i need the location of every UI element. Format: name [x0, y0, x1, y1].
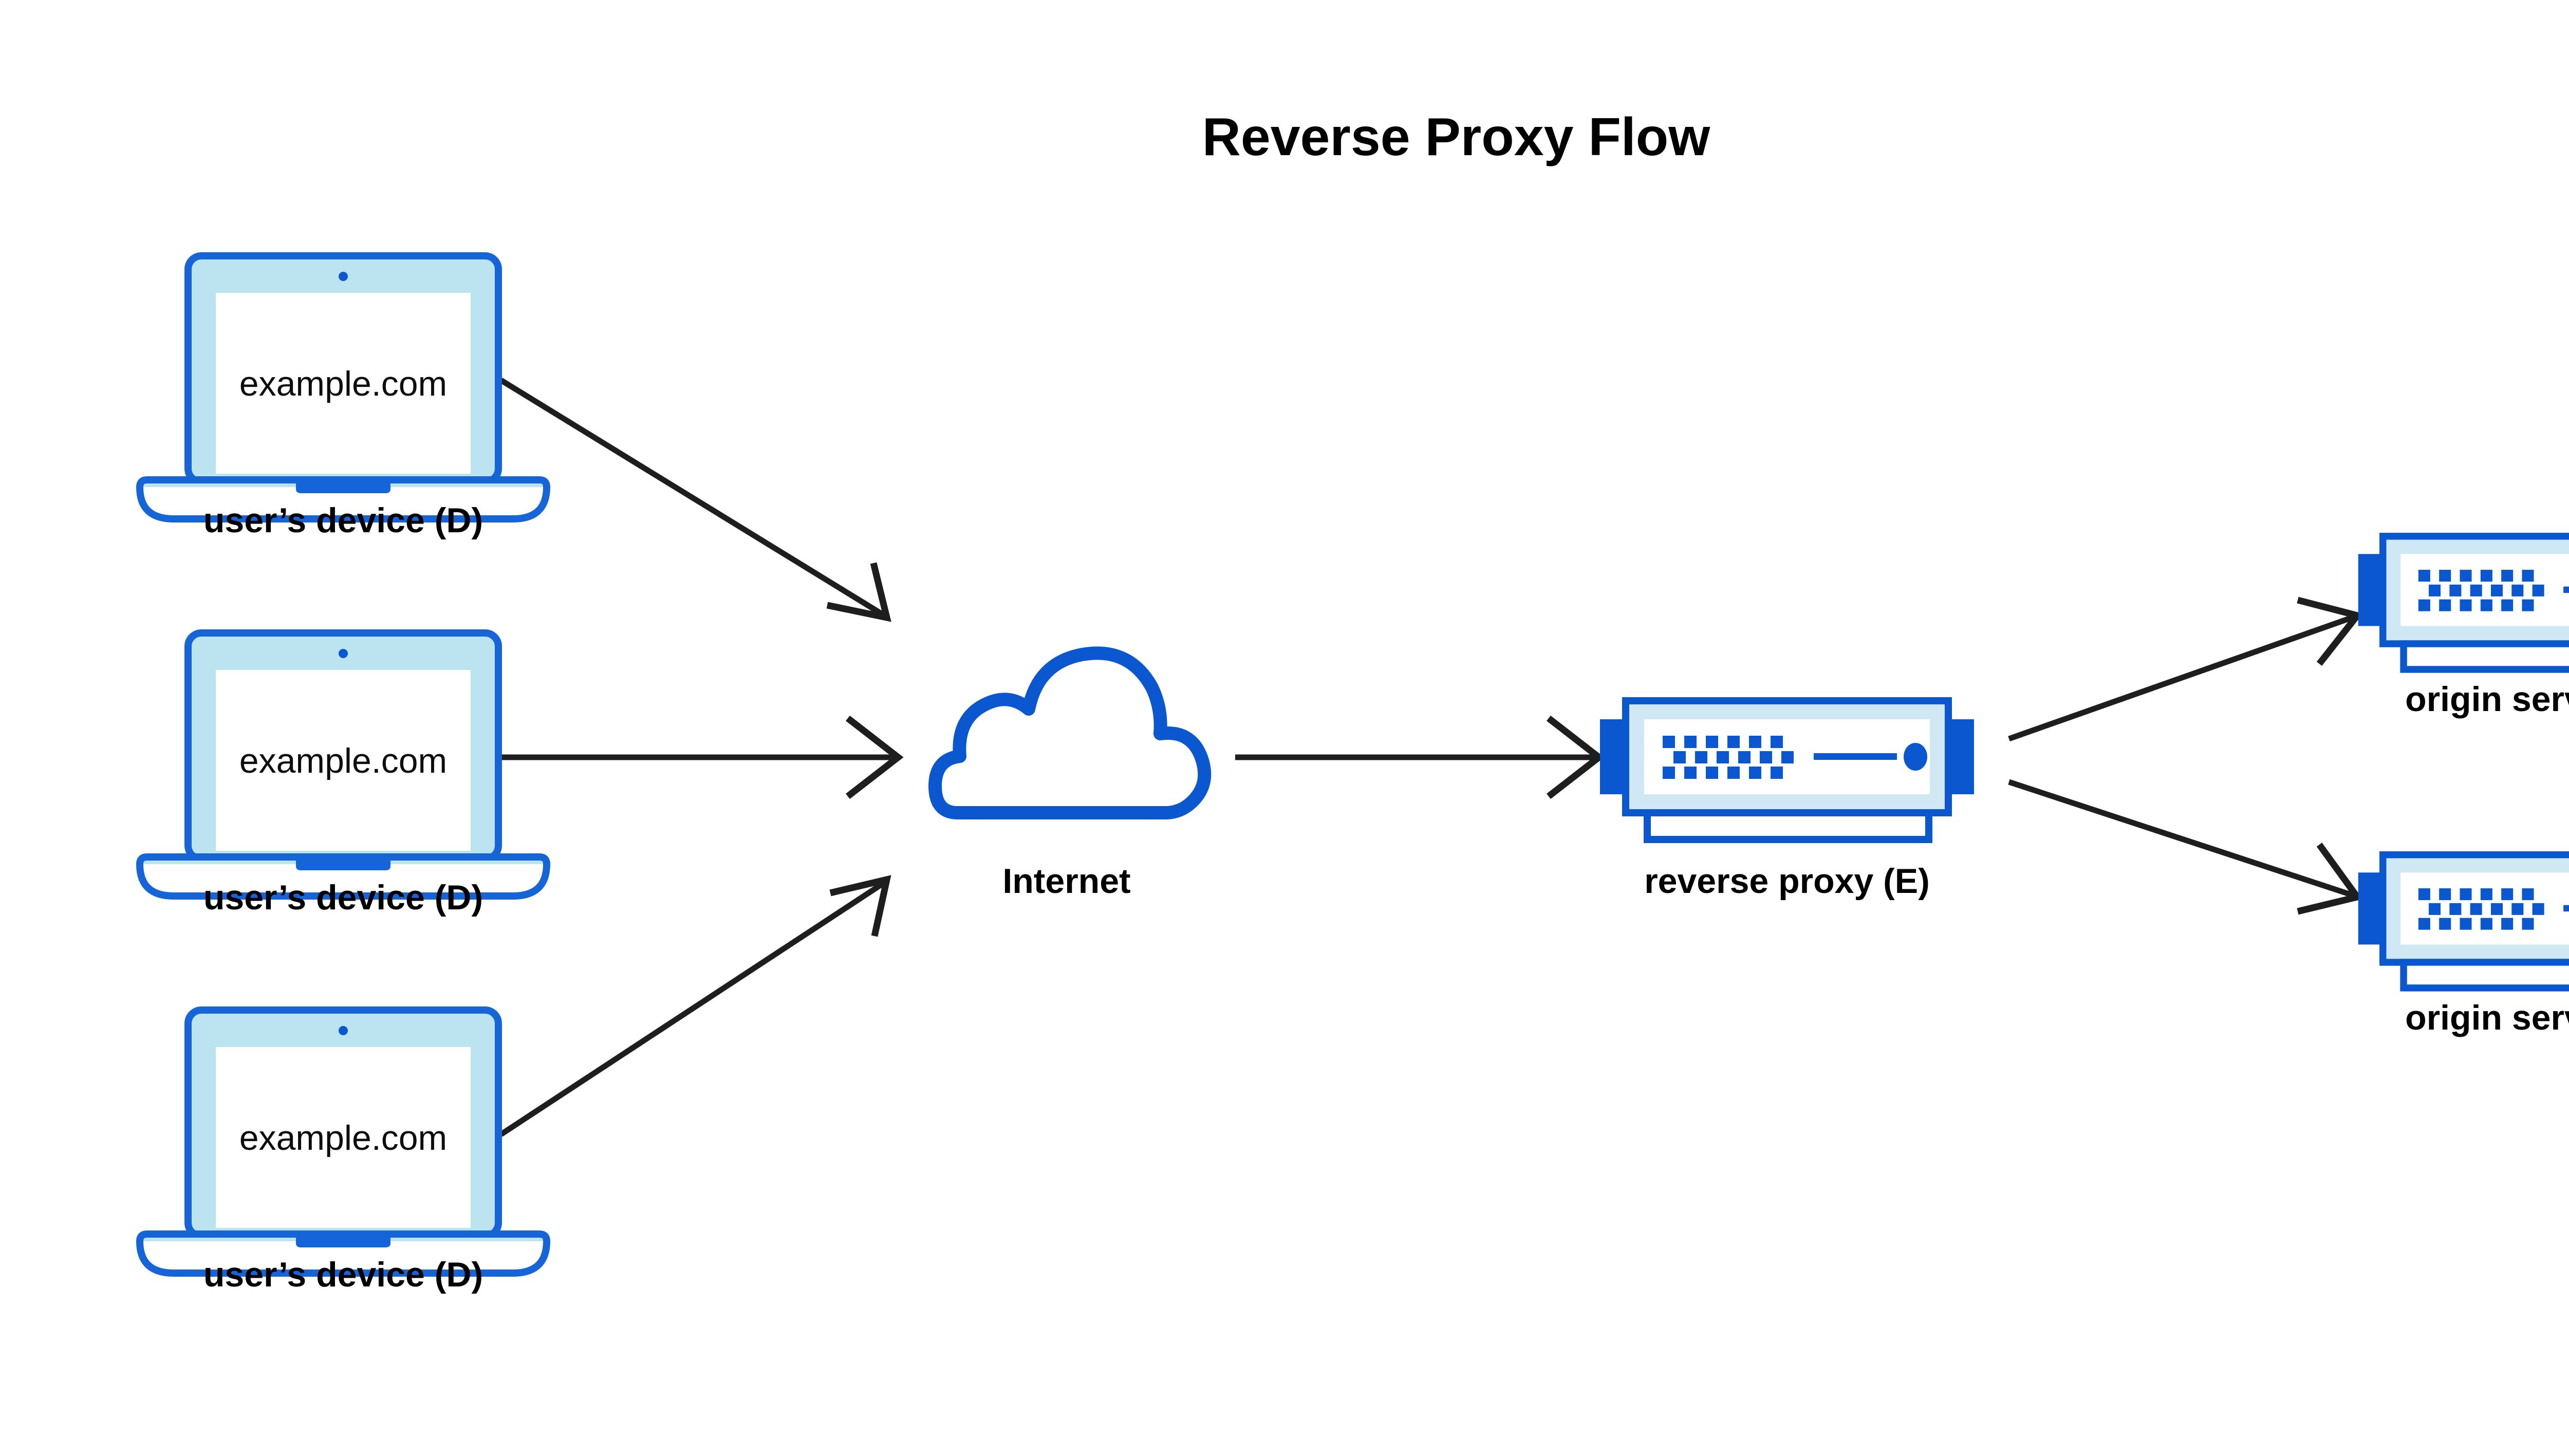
reverse-proxy-label: reverse proxy (E)	[1644, 862, 1930, 901]
client-1-label: user’s device (D)	[203, 501, 483, 540]
node-internet[interactable]: Internet	[935, 653, 1204, 901]
cloud-icon	[935, 653, 1204, 813]
client-screen-text: example.com	[239, 364, 447, 403]
internet-label: Internet	[1002, 862, 1130, 901]
node-client-2[interactable]: example.com user’s device (D)	[140, 633, 547, 917]
origin-1-label: origin server (F)	[2405, 680, 2569, 719]
edge-internet-to-proxy	[1235, 715, 1605, 799]
client-screen-text: example.com	[239, 1118, 447, 1158]
client-3-label: user’s device (D)	[203, 1255, 483, 1294]
server-icon	[1600, 701, 1974, 839]
node-origin-2[interactable]: origin server (F)	[2358, 855, 2569, 1037]
client-2-label: user’s device (D)	[203, 878, 483, 917]
page-title: Reverse Proxy Flow	[1202, 107, 1711, 167]
edges-layer	[499, 378, 2363, 1137]
client-screen-text: example.com	[239, 741, 447, 780]
edge-proxy-to-origin-1	[2008, 596, 2363, 742]
node-reverse-proxy[interactable]: reverse proxy (E)	[1600, 701, 1974, 901]
edge-client-3-to-internet	[499, 875, 891, 1137]
origin-2-label: origin server (F)	[2405, 998, 2569, 1037]
edge-client-1-to-internet	[499, 378, 891, 622]
server-icon	[2358, 855, 2569, 988]
edge-proxy-to-origin-2	[2008, 779, 2363, 915]
node-client-3[interactable]: example.com user’s device (D)	[140, 1010, 547, 1294]
server-icon	[2358, 536, 2569, 669]
node-client-1[interactable]: example.com user’s device (D)	[140, 256, 547, 540]
node-origin-1[interactable]: origin server (F)	[2358, 536, 2569, 719]
edge-client-2-to-internet	[501, 715, 904, 799]
